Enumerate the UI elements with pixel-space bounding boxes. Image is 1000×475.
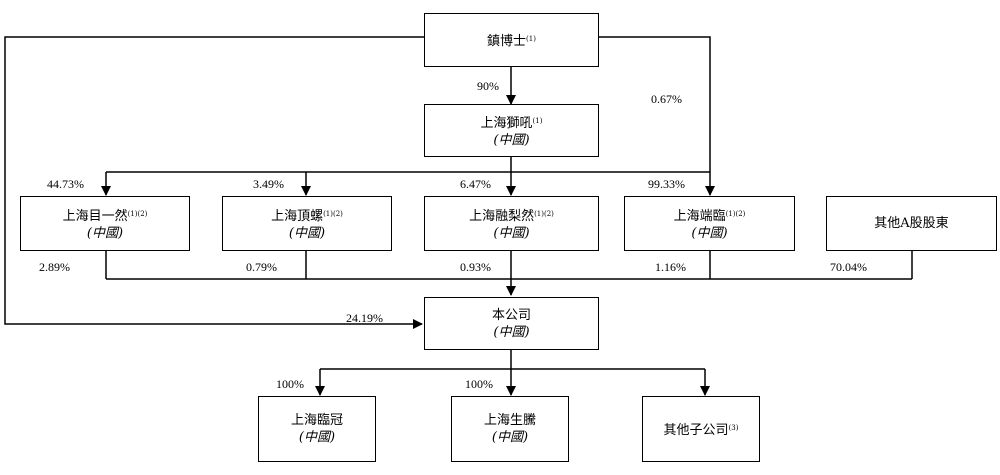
node-others-a-label: 其他A股股東 bbox=[874, 216, 949, 231]
node-dingluo-label: 上海頂螺(1)(2) bbox=[271, 208, 343, 224]
node-shengteng-label: 上海生騰 bbox=[483, 413, 536, 428]
node-other-subs-label: 其他子公司(3) bbox=[663, 422, 739, 438]
pct-zhen-to-shishu: 90% bbox=[477, 79, 499, 93]
node-muyiran: 上海目一然(1)(2) (中國) bbox=[20, 196, 190, 251]
node-zhen-label: 鎮博士(1) bbox=[487, 33, 536, 49]
node-zhen: 鎮博士(1) bbox=[424, 13, 599, 67]
line-zhen-to-company bbox=[4, 36, 424, 329]
pct-shishu-to-duanlin: 99.33% bbox=[648, 177, 685, 191]
node-company-sub: (中國) bbox=[493, 324, 530, 340]
node-dingluo: 上海頂螺(1)(2) (中國) bbox=[222, 196, 392, 251]
pct-rongliran-to-company: 0.93% bbox=[460, 260, 491, 274]
pct-duanlin-to-company: 1.16% bbox=[655, 260, 686, 274]
pct-zhen-to-company: 24.19% bbox=[346, 311, 383, 325]
pct-shishu-to-rongliran: 6.47% bbox=[460, 177, 491, 191]
node-muyiran-label: 上海目一然(1)(2) bbox=[62, 208, 148, 224]
node-linguan: 上海臨冠 (中國) bbox=[258, 396, 376, 462]
node-duanlin-sub: (中國) bbox=[691, 225, 728, 241]
node-company: 本公司 (中國) bbox=[424, 297, 599, 350]
node-other-subs: 其他子公司(3) bbox=[642, 396, 760, 462]
pct-shishu-to-muyiran: 44.73% bbox=[47, 177, 84, 191]
node-muyiran-sub: (中國) bbox=[86, 225, 124, 241]
node-duanlin: 上海端臨(1)(2) (中國) bbox=[624, 196, 795, 251]
pct-company-to-shengteng: 100% bbox=[465, 377, 493, 391]
pct-muyiran-to-company: 2.89% bbox=[39, 260, 70, 274]
node-rongliran-sub: (中國) bbox=[493, 225, 530, 241]
node-others-a: 其他A股股東 bbox=[826, 196, 997, 251]
pct-dingluo-to-company: 0.79% bbox=[246, 260, 277, 274]
node-dingluo-sub: (中國) bbox=[288, 225, 326, 241]
node-company-label: 本公司 bbox=[491, 307, 531, 323]
node-shengteng: 上海生騰 (中國) bbox=[451, 396, 569, 462]
node-shengteng-sub: (中國) bbox=[491, 430, 529, 445]
pct-shishu-to-dingluo: 3.49% bbox=[253, 177, 284, 191]
node-duanlin-label: 上海端臨(1)(2) bbox=[673, 208, 746, 224]
pct-others-to-company: 70.04% bbox=[830, 260, 867, 274]
line-zhen-to-duanlin bbox=[599, 36, 715, 196]
node-rongliran-label: 上海融梨然(1)(2) bbox=[469, 208, 554, 224]
node-rongliran: 上海融梨然(1)(2) (中國) bbox=[424, 196, 599, 251]
pct-zhen-to-duanlin: 0.67% bbox=[651, 92, 682, 106]
node-shishu-label: 上海獅吼(1) bbox=[480, 115, 543, 131]
node-linguan-label: 上海臨冠 bbox=[290, 413, 343, 428]
node-shishu-sub: (中國) bbox=[493, 132, 530, 148]
node-linguan-sub: (中國) bbox=[298, 430, 336, 445]
node-shishu: 上海獅吼(1) (中國) bbox=[424, 104, 599, 157]
pct-company-to-linguan: 100% bbox=[276, 377, 304, 391]
